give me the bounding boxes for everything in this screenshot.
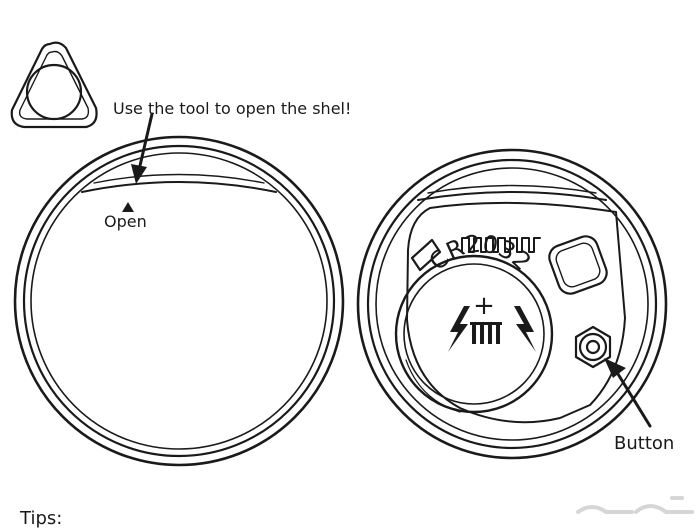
battery-markings bbox=[448, 306, 536, 352]
closed-shell bbox=[13, 135, 345, 467]
up-triangle-icon bbox=[122, 202, 134, 212]
battery-model-text: CR2032 bbox=[423, 230, 536, 276]
tool-instruction-label: Use the tool to open the shel! bbox=[113, 99, 352, 118]
haraj-logo-watermark bbox=[576, 496, 694, 514]
open-marker-label: Open bbox=[104, 212, 147, 231]
tips-label: Tips: bbox=[20, 508, 63, 529]
hex-nut-button-icon bbox=[574, 325, 612, 369]
open-shell bbox=[356, 148, 668, 460]
tool-pointer-arrow bbox=[131, 112, 154, 184]
opening-tool-icon bbox=[10, 41, 98, 129]
battery-polarity-text: + bbox=[473, 291, 495, 321]
button-label: Button bbox=[614, 433, 675, 454]
